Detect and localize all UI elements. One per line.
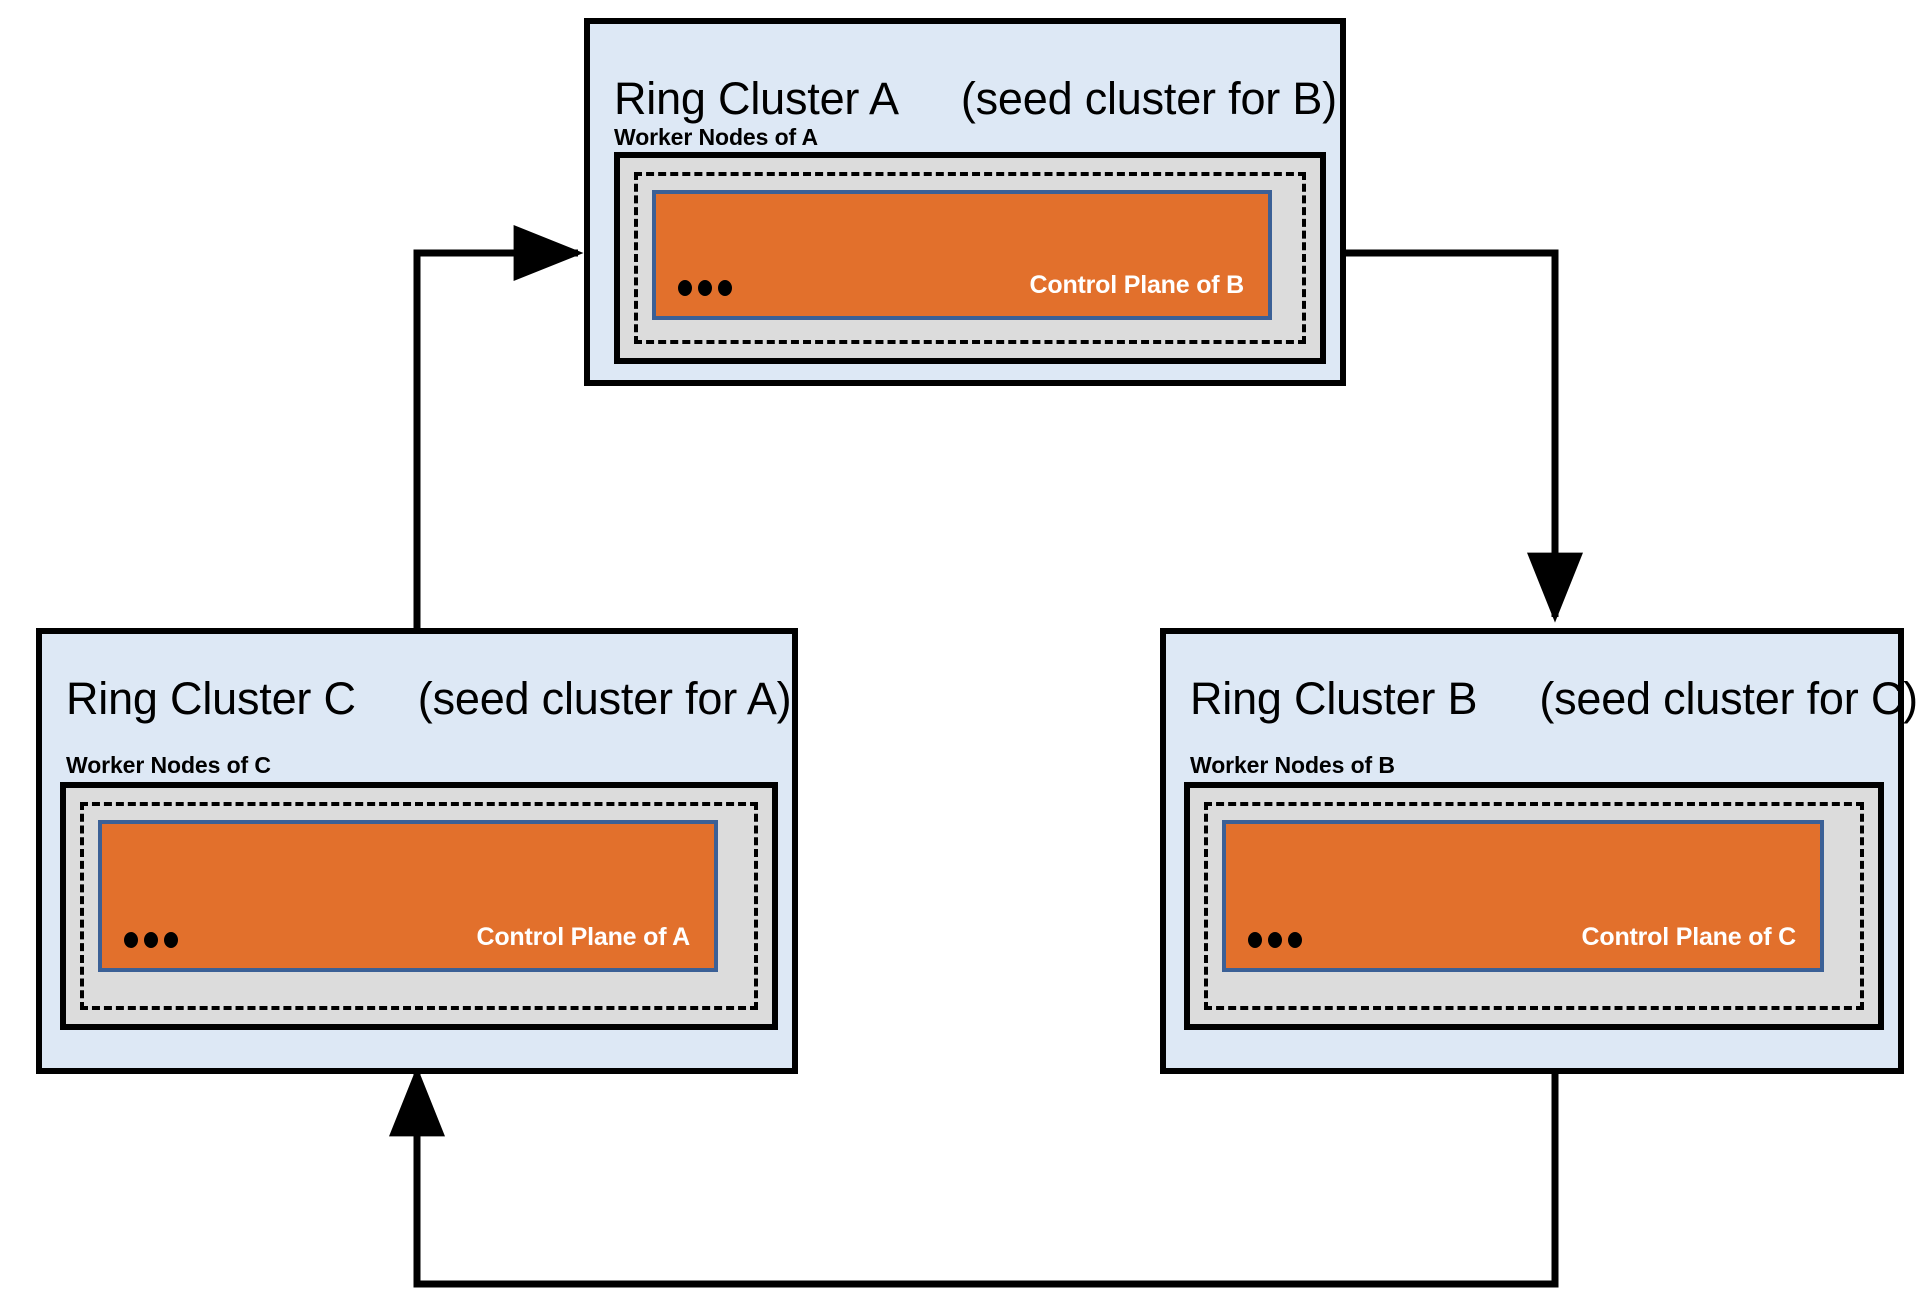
cluster-a-worker-label: Worker Nodes of A: [614, 124, 819, 150]
cluster-b-ellipsis-dots: [1248, 932, 1302, 948]
cluster-c[interactable]: Ring Cluster C (seed cluster for A) Work…: [36, 628, 798, 1074]
cluster-b-node-dashed-border: [1204, 802, 1864, 1010]
cluster-a[interactable]: Ring Cluster A (seed cluster for B) Work…: [584, 18, 1346, 386]
cluster-a-worker-node-box[interactable]: Control Plane of B: [614, 152, 1326, 364]
cluster-c-title: Ring Cluster C (seed cluster for A): [66, 673, 792, 724]
arrow-a-to-b: [1346, 249, 1583, 623]
cluster-c-seed-note: (seed cluster for A): [417, 673, 792, 724]
cluster-a-title: Ring Cluster A (seed cluster for B): [614, 76, 1337, 121]
cluster-b-worker-node-box[interactable]: Control Plane of C: [1184, 782, 1884, 1030]
arrow-c-to-a: [413, 225, 584, 630]
cluster-a-control-plane[interactable]: Control Plane of B: [652, 190, 1272, 320]
cluster-b-name: Ring Cluster B: [1190, 673, 1478, 724]
cluster-c-worker-node-box[interactable]: Control Plane of A: [60, 782, 778, 1030]
arrow-b-to-c: [389, 1065, 1559, 1288]
cluster-b-control-plane[interactable]: Control Plane of C: [1222, 820, 1824, 972]
cluster-a-control-plane-label: Control Plane of B: [1029, 271, 1245, 299]
cluster-c-ellipsis-dots: [124, 932, 178, 948]
cluster-c-node-dashed-border: [80, 802, 758, 1010]
cluster-a-seed-note: (seed cluster for B): [960, 73, 1337, 124]
cluster-b[interactable]: Ring Cluster B (seed cluster for C) Work…: [1160, 628, 1918, 1074]
cluster-b-title: Ring Cluster B (seed cluster for C): [1190, 676, 1918, 721]
cluster-c-control-plane[interactable]: Control Plane of A: [98, 820, 718, 972]
cluster-a-ellipsis-dots: [678, 280, 732, 296]
cluster-b-control-plane-label: Control Plane of C: [1581, 923, 1797, 951]
cluster-b-seed-note: (seed cluster for C): [1539, 673, 1918, 724]
cluster-c-control-plane-label: Control Plane of A: [476, 923, 690, 951]
cluster-a-node-dashed-border: [634, 172, 1306, 344]
cluster-c-worker-label: Worker Nodes of C: [66, 752, 271, 778]
cluster-a-name: Ring Cluster A: [614, 73, 899, 124]
cluster-c-name: Ring Cluster C: [66, 673, 356, 724]
cluster-b-worker-label: Worker Nodes of B: [1190, 752, 1395, 778]
